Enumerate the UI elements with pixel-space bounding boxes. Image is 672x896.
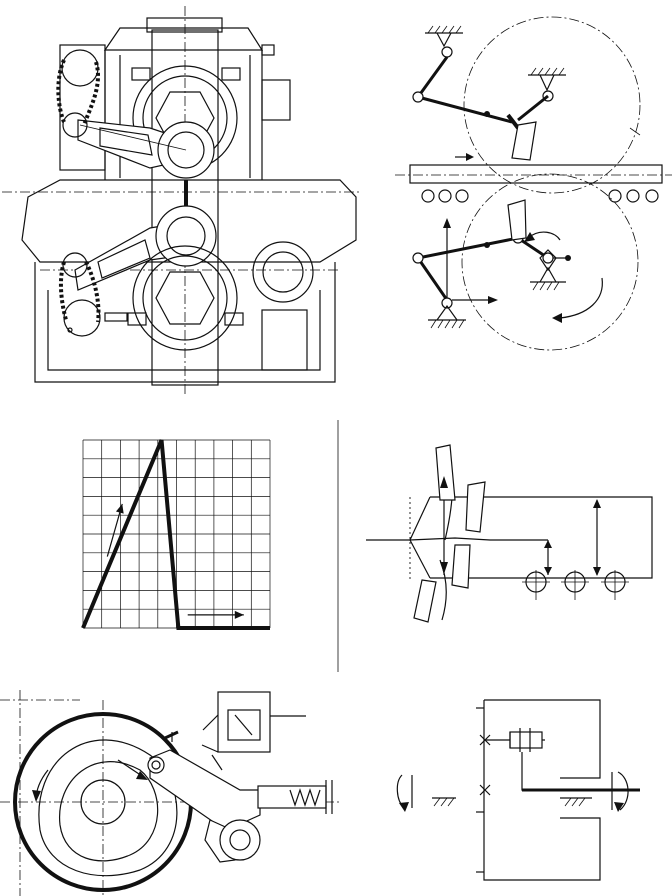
- graph-arrow-head: [234, 610, 244, 619]
- lower-chain: [58, 261, 101, 323]
- upper-arm-window: [99, 127, 153, 156]
- upper-joint: [506, 113, 520, 130]
- conveyor-strip: [409, 164, 663, 184]
- upper-coupler: [417, 95, 513, 124]
- pivot-top-left: [441, 46, 453, 58]
- upper-sprocket-bottom: [62, 112, 88, 138]
- left-chain-case: [59, 44, 106, 171]
- center-column: [151, 29, 219, 386]
- upper-inner-walls: [119, 55, 251, 178]
- follower-roller: [147, 756, 165, 774]
- upper-arm-axis: [79, 124, 187, 151]
- lower-housing-inner: [47, 290, 321, 371]
- right-side-boss: [261, 79, 291, 121]
- down-arrow: [440, 562, 448, 574]
- lower-blade: [507, 199, 527, 241]
- upper-blade: [511, 121, 537, 161]
- lower-sprocket-top: [62, 252, 88, 278]
- cam-profile-inner: [59, 761, 159, 862]
- lower-coupler: [417, 236, 519, 260]
- gearbox-section: [2, 6, 360, 395]
- upper-crank-bore: [167, 131, 205, 169]
- mid-flange: [21, 179, 357, 263]
- cutter-bar: [366, 444, 653, 623]
- cam-hub: [80, 779, 126, 825]
- cam-mechanism: [0, 690, 340, 896]
- lower-gear-hex: [155, 271, 215, 325]
- lower-arm-window: [97, 239, 151, 279]
- nut-left: [131, 67, 151, 81]
- housing-top-crown: [103, 27, 264, 51]
- valve-box: [217, 691, 271, 753]
- blade-top-left: [435, 444, 456, 501]
- graph-arrows: [106, 503, 244, 619]
- blade-bottom-left: [413, 579, 437, 623]
- top-boss: [146, 17, 223, 33]
- top-lug: [261, 44, 275, 56]
- right-bearing-outer: [252, 241, 314, 303]
- upper-chain: [56, 59, 100, 126]
- lower-gear-outer: [132, 245, 238, 351]
- feed-linkage: [395, 16, 672, 351]
- gear-block: [509, 731, 543, 749]
- blade-top-right: [465, 481, 486, 533]
- speed-graph: [81, 439, 271, 630]
- graph-arrow-shaft: [106, 503, 123, 557]
- graph-arrow-head: [115, 503, 124, 514]
- cam-profile: [38, 739, 178, 877]
- leader-line: [629, 127, 641, 136]
- blade-bottom-right: [451, 544, 471, 589]
- lower-crank-hub: [155, 205, 217, 267]
- lower-housing: [34, 262, 336, 383]
- lower-rotor-circle: [461, 173, 639, 351]
- side-bolt: [104, 312, 128, 322]
- lower-sprocket-bottom: [63, 299, 101, 337]
- up-arrow: [440, 476, 448, 488]
- output-rotation: [611, 771, 629, 811]
- lower-nut-right: [224, 312, 244, 326]
- lower-rocker: [416, 257, 449, 301]
- upper-rotor-circle: [463, 16, 641, 194]
- bar-outline: [430, 496, 653, 579]
- output-shaft: [521, 752, 640, 791]
- frame: [483, 699, 601, 881]
- right-bearing-inner: [262, 251, 304, 293]
- lower-gear-inner: [142, 255, 228, 341]
- upper-sprocket-top: [61, 49, 99, 87]
- lower-nut-left: [127, 312, 147, 326]
- pin: [67, 327, 73, 333]
- lower-crank-bore: [166, 216, 206, 256]
- upper-crank: [517, 94, 549, 122]
- follower-arm: [149, 749, 261, 831]
- nut-right: [221, 67, 241, 81]
- arm-pivot: [219, 819, 261, 861]
- upper-rocker: [416, 56, 449, 98]
- spring: [289, 788, 321, 807]
- gear-train: [396, 699, 640, 881]
- speed-curve: [81, 439, 270, 630]
- lower-right-pocket: [261, 309, 308, 371]
- rotor-rotation-arrow: [559, 277, 603, 319]
